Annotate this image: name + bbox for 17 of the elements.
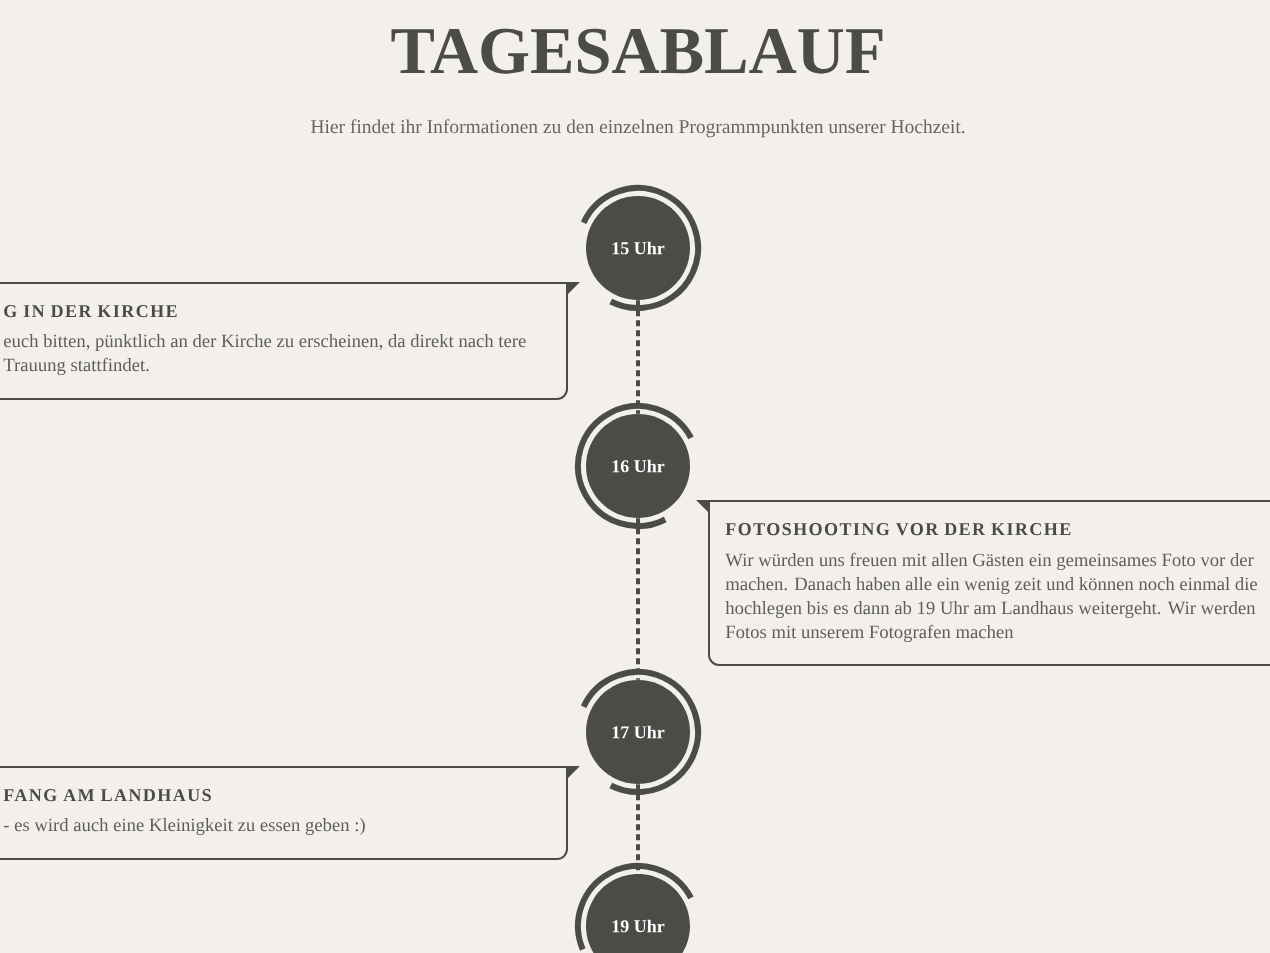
event-heading: FOTOSHOOTING VOR DER KIRCHE [725,523,1071,536]
time-badge: 19 Uhr [575,863,694,953]
event-heading: G IN DER KIRCHE [4,305,177,318]
time-badge: 17 Uhr [581,669,701,795]
timeline-card [0,766,580,860]
event-description: - es wird auch eine Kleinigkeit zu essen geben :) [3,818,365,836]
event-description: euch bitten, pünktlich an der Kirche zu erscheinen, da direkt nach tere Trauung stattfindet. [3,334,526,376]
time-badge: 15 Uhr [581,185,701,311]
timeline-connector [636,518,640,680]
page-title: TAGESABLAUF [391,28,883,74]
subtitle: Hier findet ihr Informationen zu den einzelnen Programmpunkten unserer Hochzeit. [311,119,965,138]
timeline-card [0,282,580,400]
timeline-card [696,500,1270,666]
timeline-connector [636,300,640,414]
event-heading: FANG AM LANDHAUS [3,789,211,802]
event-description: Wir würden uns freuen mit allen Gästen ein gemeinsames Foto vor der machen. Danach haben alle ein wenig zeit und können noch einmal die hochlegen bis es dann ab 19 Uhr am Landhaus weitergeht. Wir werden Fotos mit unserem Fotografen machen [725,552,1257,643]
time-badge: 16 Uhr [575,403,694,529]
